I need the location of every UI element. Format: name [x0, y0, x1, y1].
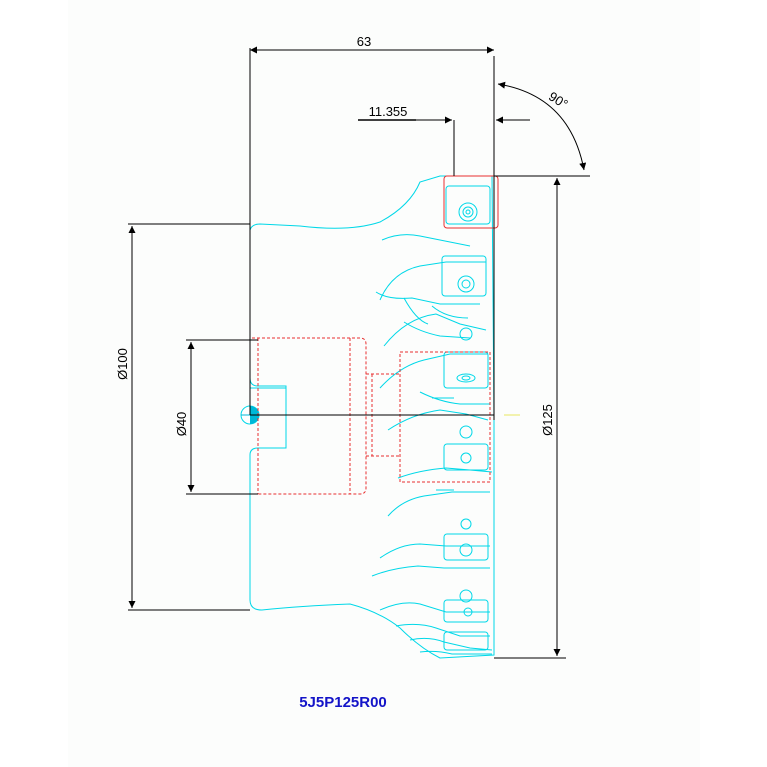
dimension-cutting-diameter: Ø125	[494, 175, 566, 659]
insert-offset-label: 11.355	[369, 104, 408, 119]
dimension-angle: 90°	[497, 81, 590, 177]
angle-label: 90°	[546, 89, 571, 112]
axis-lines	[249, 48, 495, 420]
overall-length-label: 63	[357, 34, 371, 49]
hidden-bore-lines	[252, 337, 491, 495]
dimension-overall-length: 63	[250, 34, 494, 54]
body-diameter-label: Ø100	[115, 348, 130, 380]
cutting-diameter-label: Ø125	[540, 404, 555, 436]
dimension-insert-offset: 11.355	[358, 104, 530, 124]
insert-highlight-box	[443, 175, 499, 229]
bore-diameter-label: Ø40	[174, 412, 189, 437]
cutter-body-outline	[249, 175, 495, 659]
part-number-label: 5J5P125R00	[299, 694, 387, 711]
dimension-bore-diameter: Ø40	[174, 339, 258, 495]
dimension-body-diameter: Ø100	[115, 223, 250, 611]
